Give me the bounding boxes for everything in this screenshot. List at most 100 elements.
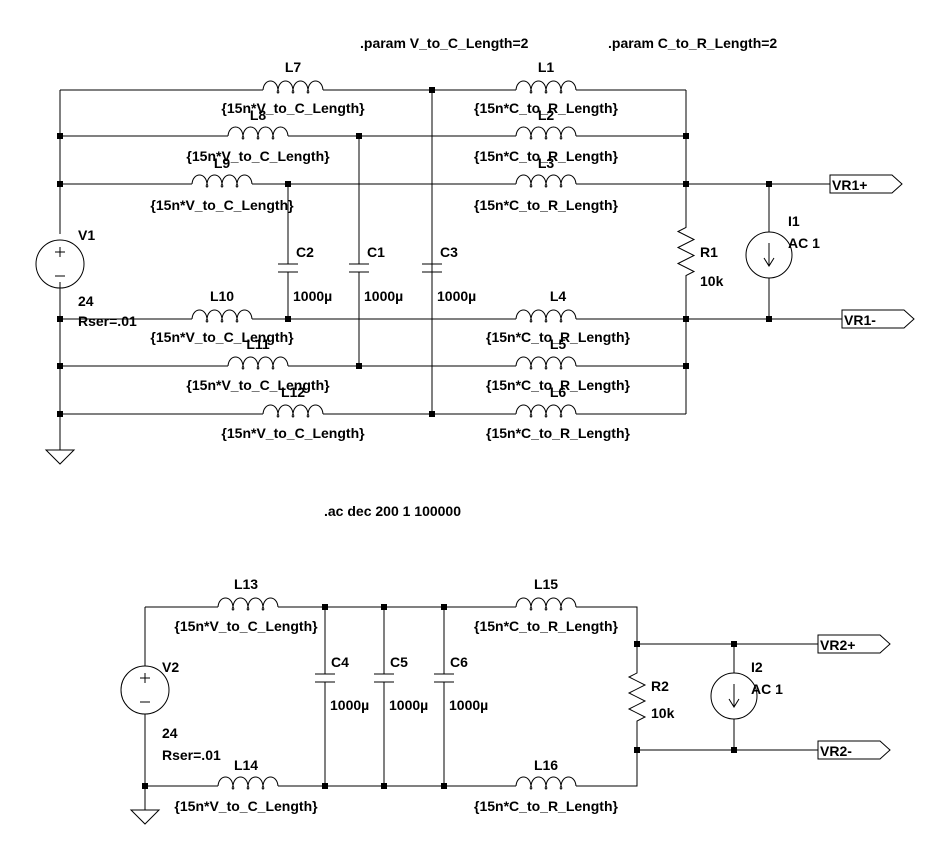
junction-dot — [429, 411, 435, 417]
inductor-l11 — [226, 356, 290, 370]
i2-name: I2 — [751, 659, 763, 675]
inductor-l3-value: {15n*C_to_R_Length} — [474, 197, 618, 213]
c2-top-wire — [578, 606, 638, 644]
inductor-l9 — [190, 174, 254, 188]
components — [35, 80, 915, 825]
inductor-l2-name: L2 — [538, 107, 555, 123]
v2-rser: Rser=.01 — [162, 747, 221, 763]
current-source-i1 — [745, 231, 793, 279]
junction-dot — [322, 604, 328, 610]
capacitor-c4 — [315, 673, 335, 683]
inductor-l2-value: {15n*C_to_R_Length} — [474, 148, 618, 164]
inductor-l14 — [216, 776, 280, 790]
port-vr2-minus — [817, 740, 891, 760]
inductor-l12 — [261, 404, 325, 418]
inductor-l15-value: {15n*C_to_R_Length} — [474, 618, 618, 634]
inductor-l1-value: {15n*C_to_R_Length} — [474, 100, 618, 116]
port-vr2-plus — [817, 634, 891, 654]
v1-rser: Rser=.01 — [78, 313, 137, 329]
inductor-l16 — [514, 776, 578, 790]
junction-dot — [441, 604, 447, 610]
capacitor-c5 — [374, 673, 394, 683]
r1-value: 10k — [700, 273, 724, 289]
v2-value: 24 — [162, 725, 178, 741]
r2-name: R2 — [651, 678, 669, 694]
inductor-l16-name: L16 — [534, 757, 558, 773]
inductor-l6-value: {15n*C_to_R_Length} — [486, 425, 630, 441]
junction-dot — [429, 87, 435, 93]
resistor-r2 — [627, 644, 647, 750]
c2-bottom-wire — [578, 750, 638, 787]
capacitor-c2-value: 1000µ — [293, 288, 332, 304]
i1-name: I1 — [788, 213, 800, 229]
junctions — [57, 87, 772, 789]
inductor-l10-name: L10 — [210, 288, 234, 304]
inductor-l11-name: L11 — [246, 336, 270, 352]
junction-dot — [634, 641, 640, 647]
voltage-source-v1 — [35, 239, 85, 289]
inductor-l16-value: {15n*C_to_R_Length} — [474, 798, 618, 814]
inductor-l8 — [226, 126, 290, 140]
labels: .param V_to_C_Length=2 .param C_to_R_Len… — [78, 35, 876, 814]
param-c-directive: .param C_to_R_Length=2 — [608, 35, 777, 51]
ground-2 — [129, 809, 161, 825]
inductor-l5-value: {15n*C_to_R_Length} — [486, 377, 630, 393]
capacitor-c1 — [349, 263, 369, 273]
i2-value: AC 1 — [751, 681, 783, 697]
junction-dot — [381, 604, 387, 610]
inductor-l5 — [514, 356, 578, 370]
inductor-l7-value: {15n*V_to_C_Length} — [221, 100, 365, 116]
port-vr2-plus-label: VR2+ — [820, 637, 855, 653]
inductor-l5-name: L5 — [550, 336, 567, 352]
junction-dot — [57, 316, 63, 322]
junction-dot — [766, 316, 772, 322]
inductor-l14-value: {15n*V_to_C_Length} — [174, 798, 318, 814]
port-vr1-plus-label: VR1+ — [832, 177, 867, 193]
capacitor-c6-name: C6 — [450, 654, 468, 670]
inductor-l1-name: L1 — [538, 59, 555, 75]
junction-dot — [57, 133, 63, 139]
inductor-l7 — [261, 80, 325, 94]
junction-dot — [683, 133, 689, 139]
inductor-l13 — [216, 597, 280, 611]
capacitor-c4-name: C4 — [331, 654, 349, 670]
inductor-l15 — [514, 597, 578, 611]
inductor-l13-name: L13 — [234, 576, 258, 592]
inductor-l15-name: L15 — [534, 576, 558, 592]
ac-directive: .ac dec 200 1 100000 — [324, 503, 461, 519]
inductor-l4-value: {15n*C_to_R_Length} — [486, 329, 630, 345]
r2-value: 10k — [651, 705, 675, 721]
v1-value: 24 — [78, 293, 94, 309]
junction-dot — [285, 316, 291, 322]
port-vr1-minus-label: VR1- — [844, 312, 876, 328]
capacitor-c6 — [434, 673, 454, 683]
junction-dot — [285, 181, 291, 187]
capacitor-c3-name: C3 — [440, 244, 458, 260]
port-vr2-minus-label: VR2- — [820, 743, 852, 759]
inductor-l7-name: L7 — [285, 59, 302, 75]
inductor-l1 — [514, 80, 578, 94]
inductor-l3 — [514, 174, 578, 188]
ground-1 — [44, 449, 76, 465]
i1-value: AC 1 — [788, 235, 820, 251]
junction-dot — [322, 783, 328, 789]
junction-dot — [381, 783, 387, 789]
capacitor-c5-value: 1000µ — [389, 697, 428, 713]
current-source-i2 — [710, 672, 758, 720]
inductor-l11-value: {15n*V_to_C_Length} — [186, 377, 330, 393]
inductor-l4 — [514, 309, 578, 323]
capacitor-c2-name: C2 — [296, 244, 314, 260]
resistor-r1 — [676, 184, 696, 319]
junction-dot — [731, 641, 737, 647]
junction-dot — [356, 363, 362, 369]
r1-name: R1 — [700, 244, 718, 260]
inductor-l14-name: L14 — [234, 757, 258, 773]
junction-dot — [731, 747, 737, 753]
inductor-l6-name: L6 — [550, 384, 567, 400]
port-vr1-minus — [841, 309, 915, 329]
inductor-l8-name: L8 — [250, 107, 267, 123]
inductor-l8-value: {15n*V_to_C_Length} — [186, 148, 330, 164]
junction-dot — [634, 747, 640, 753]
inductor-l2 — [514, 126, 578, 140]
